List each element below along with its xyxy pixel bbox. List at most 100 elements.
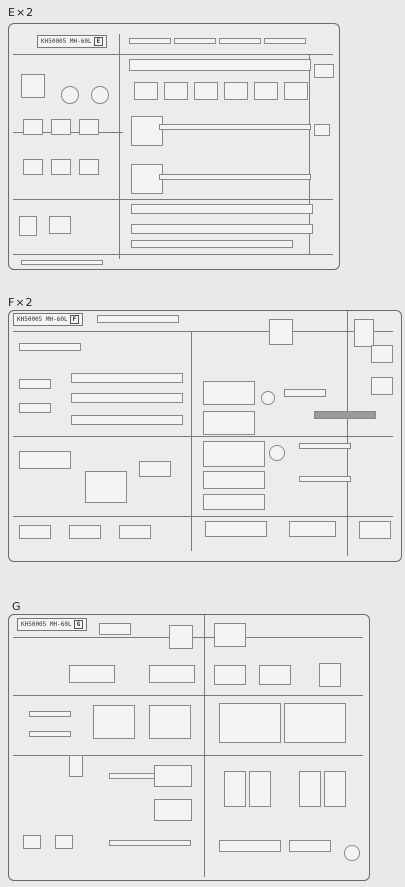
part-housing — [93, 705, 135, 739]
sprue-e-label: E×2 — [8, 6, 35, 19]
part-window-frame — [299, 771, 321, 807]
part-housing — [149, 705, 191, 739]
part-wedge — [169, 625, 193, 649]
part-frame — [214, 623, 246, 647]
part-gun — [71, 373, 183, 383]
runner — [191, 331, 192, 551]
part-arm — [159, 174, 311, 180]
part-rod — [29, 711, 71, 717]
part-box — [49, 216, 71, 234]
part-gun — [71, 393, 183, 403]
part-hook — [314, 124, 330, 136]
part-window-frame — [224, 771, 246, 807]
part-hook — [314, 64, 334, 78]
part-blade — [154, 765, 192, 787]
part-bar — [21, 260, 103, 265]
sprue-f-letter: F — [69, 315, 80, 324]
part-clip — [134, 82, 158, 100]
part-plate — [205, 521, 267, 537]
runner — [119, 34, 120, 259]
part-hinge — [119, 525, 151, 539]
part-seat — [79, 159, 99, 175]
part-duct — [214, 665, 246, 685]
part-duct — [259, 665, 291, 685]
part-ring — [344, 845, 360, 861]
part-gun — [71, 415, 183, 425]
part-clip — [224, 82, 248, 100]
part-rod — [29, 731, 71, 737]
runner — [13, 331, 393, 332]
part-clip — [254, 82, 278, 100]
part-duct — [319, 663, 341, 687]
part-rail — [109, 840, 191, 846]
part-hinge — [19, 525, 51, 539]
runner — [13, 516, 393, 517]
part-strip — [131, 240, 293, 248]
sprue-f-label: F×2 — [8, 296, 34, 309]
runner — [204, 615, 205, 877]
runner — [347, 311, 348, 556]
part-ladder — [85, 471, 127, 503]
part-seat — [51, 159, 71, 175]
part-peg — [55, 835, 73, 849]
part-clip — [164, 82, 188, 100]
part-rod — [299, 476, 351, 482]
sprue-f-code-text: KH50005 MH-60L — [17, 316, 68, 323]
runner — [13, 436, 393, 437]
sprue-g-letter: G — [73, 620, 84, 629]
part-rod — [174, 38, 216, 44]
part-arm — [289, 840, 331, 852]
part-block — [203, 441, 265, 467]
part-nacelle — [284, 703, 346, 743]
part-strip — [131, 204, 313, 214]
part-seat — [23, 159, 43, 175]
part-seat — [51, 119, 71, 135]
runner — [13, 54, 333, 55]
part-box — [19, 216, 37, 236]
part-bracket — [129, 59, 311, 71]
part-window-frame — [324, 771, 346, 807]
part-clip — [194, 82, 218, 100]
part-wheel — [91, 86, 109, 104]
runner — [13, 755, 363, 756]
part-disc — [269, 445, 285, 461]
part-barrel — [19, 403, 51, 413]
part-hinge — [69, 525, 101, 539]
part-window — [371, 345, 393, 363]
part-clip — [284, 82, 308, 100]
part-strip — [131, 224, 313, 234]
part-window — [371, 377, 393, 395]
part-strut — [149, 665, 195, 683]
part-block — [203, 494, 265, 510]
part-cone — [69, 755, 83, 777]
part-block — [203, 471, 265, 489]
part-pipe — [284, 389, 326, 397]
part-nacelle — [219, 703, 281, 743]
part-rotor-head — [203, 411, 255, 435]
part-plate — [289, 521, 336, 537]
sprue-g-label: G — [12, 600, 22, 613]
part-seat — [79, 119, 99, 135]
part-rod — [264, 38, 306, 44]
part-rotor-head — [203, 381, 255, 405]
part-arm — [219, 840, 281, 852]
runner — [13, 199, 333, 200]
part-strip-dark — [314, 411, 376, 419]
sprue-e-code-text: KH50005 MH-60L — [41, 38, 92, 45]
part-seat — [23, 119, 43, 135]
part-strut — [69, 665, 115, 683]
part-clamp — [139, 461, 171, 477]
part-rod — [129, 38, 171, 44]
part-arm — [159, 124, 311, 130]
part-peg — [23, 835, 41, 849]
part-panel — [354, 319, 374, 347]
part-rod — [219, 38, 261, 44]
runner — [13, 254, 333, 255]
part-ladder — [19, 451, 71, 469]
part-gear — [21, 74, 45, 98]
